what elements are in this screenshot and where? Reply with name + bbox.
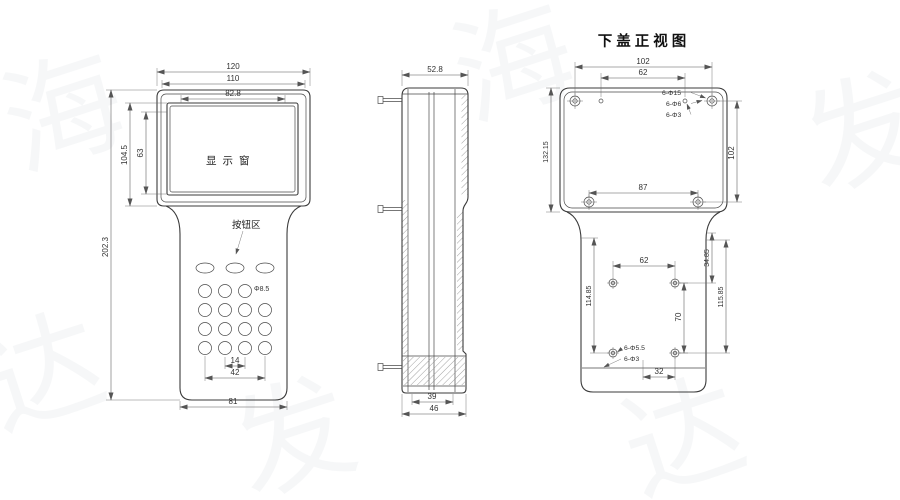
button-area-label: 按钮区	[232, 219, 261, 231]
front-view: 显示窗 按钮区 Φ8.5 120 110	[101, 62, 311, 410]
cover-screw-holes	[567, 93, 720, 210]
watermark-glyph: 海	[437, 0, 590, 145]
cover-callouts: 6-Φ15 6-Φ6 6-Φ3 6-Φ5.5 6-Φ3	[603, 90, 706, 368]
pilot-hole	[598, 98, 604, 104]
watermark-glyph: 发	[217, 358, 370, 500]
side-screws	[377, 96, 402, 371]
screw-icon	[377, 96, 402, 104]
cover-outline	[559, 87, 728, 393]
dim-cover-left-boss-height: 114.85	[586, 285, 593, 306]
bottom-cover-view: 下盖正视图	[543, 32, 742, 393]
watermark-glyph: 发	[787, 53, 900, 215]
callout-corner-1: 6-Φ15	[662, 90, 681, 97]
view-title: 下盖正视图	[598, 32, 691, 50]
callout-corner-2: 6-Φ6	[666, 101, 681, 108]
dim-side-top-width: 52.8	[427, 65, 443, 74]
watermark-glyph: 达	[607, 358, 760, 500]
callout-corner-3: 6-Φ3	[666, 112, 681, 119]
screw-hole	[690, 194, 706, 210]
screw-hole	[567, 93, 583, 109]
side-outline	[401, 87, 469, 394]
front-dimensions: 120 110 82.8 63 104.5 202.3 14	[101, 62, 311, 410]
dim-cover-boss-width: 62	[640, 256, 649, 265]
front-outline	[156, 89, 311, 401]
watermark-glyph: 海	[0, 33, 140, 195]
dim-top-width: 120	[226, 62, 240, 71]
screw-hole	[704, 93, 720, 109]
dim-body-width: 81	[229, 397, 238, 406]
side-view: 52.8 39 46	[377, 65, 469, 417]
screw-icon	[377, 363, 402, 371]
boss-hole	[607, 277, 619, 289]
dim-inner-top-width: 110	[227, 74, 240, 83]
screw-icon	[377, 205, 402, 213]
cover-dimensions: 102 62 132.15 102 87 62 34.85	[543, 57, 742, 380]
dim-side-inner-width: 39	[428, 392, 437, 401]
dim-head-height: 104.5	[120, 144, 129, 165]
dim-button-pitch: 14	[231, 356, 240, 365]
dim-button-span: 42	[231, 368, 240, 377]
watermark-glyph: 达	[0, 293, 120, 455]
side-dimensions: 52.8 39 46	[401, 65, 469, 417]
dim-cover-boss-height: 70	[674, 312, 683, 321]
dim-cover-upper-right-offset: 34.85	[704, 249, 711, 267]
callout-boss-2: 6-Φ3	[624, 356, 639, 363]
button-diameter-label: Φ8.5	[254, 286, 269, 293]
dim-overall-height: 202.3	[101, 236, 110, 257]
dim-cover-top-width: 102	[636, 57, 650, 66]
button-area: 按钮区 Φ8.5	[195, 219, 275, 355]
dim-cover-hole-height: 102	[727, 146, 736, 160]
dim-cover-mid-span: 87	[639, 183, 648, 192]
dim-display-height: 63	[136, 148, 145, 157]
dim-display-width: 82.8	[225, 89, 241, 98]
dim-side-bottom-width: 46	[430, 404, 439, 413]
dim-cover-left-height: 132.15	[543, 141, 550, 163]
button-grid	[198, 284, 272, 355]
callout-boss-1: 6-Φ5.5	[624, 345, 645, 352]
dim-cover-pilot-width: 62	[639, 68, 648, 77]
display-window: 显示窗	[166, 102, 299, 196]
display-label: 显示窗	[206, 154, 256, 167]
pilot-hole	[682, 98, 688, 104]
dim-cover-bottom-offset: 32	[655, 367, 664, 376]
dim-cover-right-boss-height: 115.85	[718, 286, 725, 307]
